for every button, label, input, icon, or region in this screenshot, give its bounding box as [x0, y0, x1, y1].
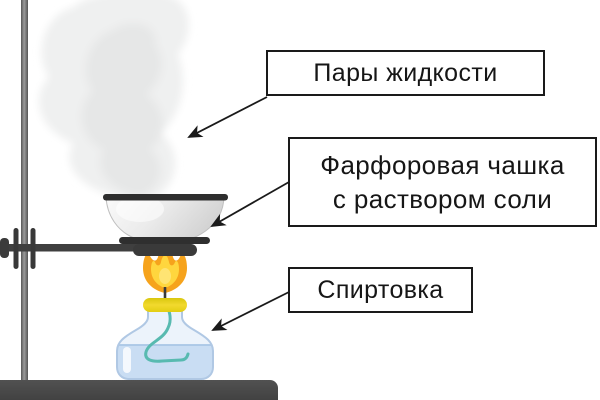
- vapor-label-text: Пары жидкости: [313, 58, 498, 87]
- porcelain-dish: [103, 194, 228, 244]
- lamp-cap: [143, 298, 187, 312]
- vapor-plume: [39, 0, 189, 200]
- flame-core: [159, 268, 171, 284]
- spirit-lamp: [116, 298, 214, 380]
- vapor-plume-inner: [81, 23, 164, 197]
- fuel-surface-line: [117, 344, 213, 346]
- stand-clamp: [0, 228, 150, 269]
- label-arrows: [187, 96, 290, 331]
- lamp-wick: [163, 287, 167, 300]
- clamp-knob: [0, 238, 9, 258]
- lamp-label-box: Спиртовка: [288, 267, 473, 313]
- bottle-highlight: [123, 347, 131, 373]
- stand-arm: [0, 244, 150, 252]
- support-ring-holder: [133, 244, 197, 256]
- support-ring-bar: [119, 237, 210, 244]
- vapor-label-arrow: [187, 96, 268, 138]
- dish-label-line2: с раствором соли: [332, 184, 553, 214]
- stand-base: [0, 380, 278, 400]
- lamp-label-arrow: [211, 291, 290, 331]
- clamp-bar-right: [30, 228, 36, 269]
- lamp-label-text: Спиртовка: [317, 275, 444, 304]
- stand-rod: [21, 0, 28, 381]
- dish-label-arrow: [210, 181, 290, 227]
- dish-rim: [103, 194, 228, 201]
- dish-label-box: Фарфоровая чашка с раствором соли: [288, 137, 597, 227]
- bottle-outline: [116, 310, 214, 380]
- burner-flame: [143, 245, 187, 293]
- dish-label-line1: Фарфоровая чашка: [320, 150, 565, 180]
- dish-highlight: [116, 197, 164, 222]
- clamp-bar-left: [13, 228, 19, 269]
- vapor-label-box: Пары жидкости: [266, 50, 545, 96]
- wick-tube: [144, 301, 190, 363]
